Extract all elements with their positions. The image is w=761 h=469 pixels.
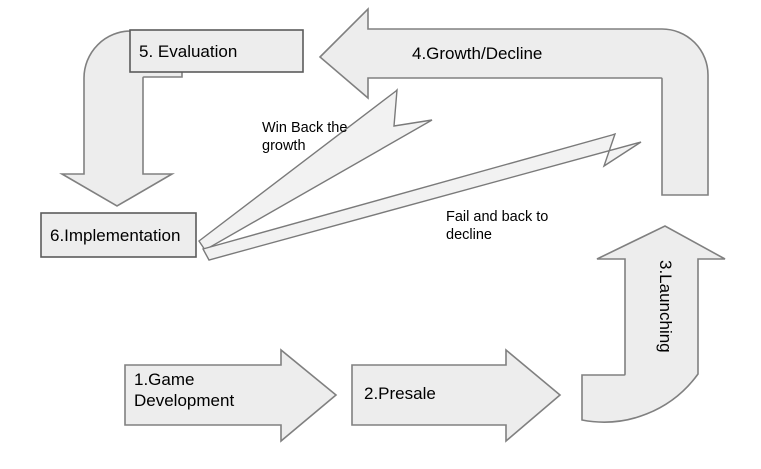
shape-implementation[interactable] — [40, 212, 197, 258]
label-fail-and-back-to-decline: Fail and back to decline — [446, 209, 549, 243]
label-evaluation: 5. Evaluation — [139, 42, 238, 61]
connector-evaluation-to-implementation[interactable] — [59, 30, 183, 207]
label-growth-decline: 4.Growth/Decline — [412, 44, 543, 63]
label-game-development: 1.Game Development — [134, 370, 235, 410]
shape-game-development[interactable] — [124, 348, 338, 443]
label-win-back-the-growth: Win Back the growth — [262, 120, 348, 154]
connector-fail-back-arrow[interactable] — [201, 132, 642, 261]
label-presale: 2.Presale — [364, 384, 436, 403]
shape-presale[interactable] — [351, 348, 562, 443]
shape-growth-decline[interactable] — [318, 7, 709, 196]
label-implementation: 6.Implementation — [50, 226, 181, 245]
shape-launching[interactable] — [581, 225, 726, 423]
shape-evaluation[interactable] — [129, 29, 304, 73]
label-launching: 3.Launching — [656, 260, 675, 353]
